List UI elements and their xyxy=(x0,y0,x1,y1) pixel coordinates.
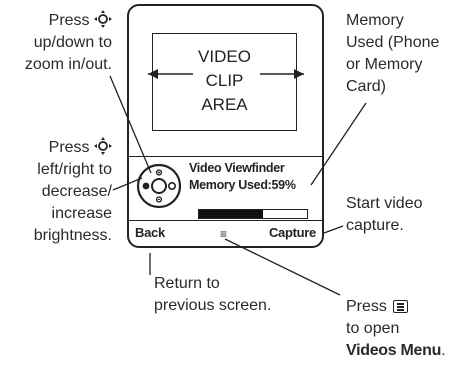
capture-leader-line xyxy=(323,225,344,234)
navigation-key-icon xyxy=(94,137,112,155)
memory-callout-line2: Used (Phone xyxy=(346,34,440,51)
start-capture-callout-line2: capture. xyxy=(346,217,404,234)
videos-menu-label: Videos Menu xyxy=(346,342,442,359)
video-clip-area-label: VIDEO CLIP AREA xyxy=(153,45,296,117)
return-callout-line2: previous screen. xyxy=(154,297,272,314)
navigation-key-icon xyxy=(94,10,112,28)
phone-screen: VIDEO CLIP AREA Video Viewfinder Memory … xyxy=(127,4,324,248)
video-clip-area: VIDEO CLIP AREA xyxy=(152,33,297,131)
capture-softkey[interactable]: Capture xyxy=(268,225,316,240)
memory-usage-fill xyxy=(199,210,263,218)
brightness-callout-line5: brightness. xyxy=(33,227,112,244)
navigation-key-icon xyxy=(136,163,182,209)
back-softkey[interactable]: Back xyxy=(135,225,165,240)
brightness-callout: Press left/right to decrease/ increase b… xyxy=(0,137,112,247)
brightness-callout-line2: left/right to xyxy=(37,161,112,178)
return-callout: Return to previous screen. xyxy=(154,273,304,317)
menu-callout-period: . xyxy=(441,342,446,359)
video-area-line2: CLIP xyxy=(205,71,244,90)
softkey-bar: Back ≡ Capture xyxy=(129,220,322,246)
menu-callout-line2: to open xyxy=(346,320,400,337)
viewfinder-title: Video Viewfinder xyxy=(189,161,285,175)
status-strip: Video Viewfinder Memory Used:59% xyxy=(129,156,322,228)
video-area-line1: VIDEO xyxy=(198,47,251,66)
menu-callout: Press to open Videos Menu. xyxy=(346,296,451,362)
memory-used-label: Memory Used:59% xyxy=(189,178,296,192)
memory-callout-line1: Memory xyxy=(346,12,404,29)
zoom-callout-line3: zoom in/out. xyxy=(24,56,112,73)
start-capture-callout-line1: Start video xyxy=(346,195,423,212)
memory-callout-line3: or Memory xyxy=(346,56,423,73)
zoom-callout-line2: up/down to xyxy=(33,34,112,51)
video-area-line3: AREA xyxy=(201,95,248,114)
brightness-callout-press: Press xyxy=(48,139,90,156)
zoom-callout-press: Press xyxy=(48,12,90,29)
memory-usage-bar xyxy=(198,209,308,219)
menu-key-icon[interactable]: ≡ xyxy=(220,227,228,241)
brightness-callout-line3: decrease/ xyxy=(41,183,112,200)
brightness-callout-line4: increase xyxy=(51,205,112,222)
menu-key-icon xyxy=(393,300,409,313)
memory-callout-line4: Card) xyxy=(346,78,387,95)
menu-callout-press: Press xyxy=(346,298,387,315)
return-callout-line1: Return to xyxy=(154,275,220,292)
start-capture-callout: Start video capture. xyxy=(346,193,451,237)
zoom-callout: Press up/down to zoom in/out. xyxy=(0,10,112,76)
memory-callout: Memory Used (Phone or Memory Card) xyxy=(346,10,451,98)
